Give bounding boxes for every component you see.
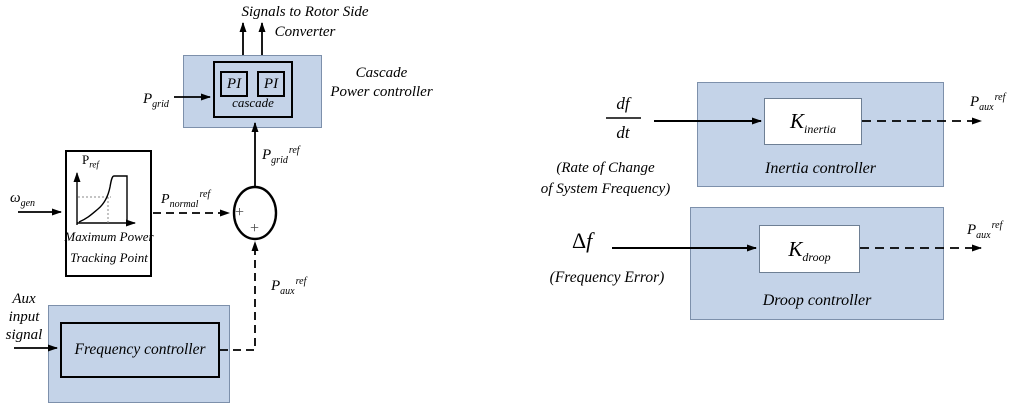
- mppt-caption: Maximum Power Tracking Point: [64, 226, 154, 268]
- p-aux-ref-label-droop: Pauxref: [967, 220, 1003, 241]
- delta-symbol: Δ: [572, 228, 587, 253]
- p-aux-ref-label-inertia: Pauxref: [970, 92, 1006, 113]
- p-aux-ref-left-sub: aux: [280, 286, 295, 297]
- p-aux-ref-droop-sub: aux: [976, 230, 991, 241]
- summing-plus-left: +: [234, 204, 245, 221]
- k-droop-sub: droop: [802, 250, 831, 265]
- p-grid-base: P: [143, 91, 153, 107]
- omega-gen-label: ωgen: [10, 190, 36, 209]
- p-grid-ref-base: P: [262, 147, 272, 163]
- p-aux-ref-droop-sup: ref: [991, 220, 1003, 231]
- cascade-caption-line1: Cascade: [355, 65, 408, 81]
- pi-1-label: PI: [226, 75, 242, 92]
- aux-caption-line3: signal: [5, 327, 43, 343]
- frequency-error-caption: (Frequency Error): [549, 269, 665, 286]
- omega-gen-base: ω: [10, 190, 21, 206]
- signals-caption-line1: Signals to Rotor Side: [241, 4, 369, 20]
- p-aux-ref-left-base: P: [271, 278, 281, 294]
- p-ref-sub: ref: [89, 159, 99, 170]
- p-ref-base: P: [82, 152, 90, 167]
- p-normal-ref-sup: ref: [199, 189, 211, 201]
- summing-plus-bottom: +: [249, 220, 260, 237]
- k-inertia-base: K: [789, 109, 804, 134]
- inertia-controller-label: Inertia controller: [765, 160, 876, 177]
- pi-block-2: PI: [257, 71, 285, 97]
- delta-f-letter: f: [586, 228, 593, 253]
- rate-of-change-caption: (Rate of Change of System Frequency): [513, 158, 698, 200]
- cascade-pi-group-box: [213, 61, 293, 118]
- p-ref-axis-label: Pref: [82, 152, 99, 170]
- droop-controller-label: Droop controller: [762, 292, 872, 309]
- frequency-controller-inner-box: [60, 322, 220, 378]
- p-grid-sub: grid: [152, 99, 169, 110]
- p-grid-ref-sup: ref: [288, 145, 300, 156]
- cascade-power-controller-caption: Cascade Power controller: [329, 64, 434, 102]
- p-grid-ref-label: Pgridref: [262, 145, 300, 166]
- dt-denominator: dt: [616, 123, 630, 142]
- aux-caption-line2: input: [8, 309, 40, 325]
- p-aux-ref-droop-base: P: [967, 222, 977, 238]
- k-droop-label: Kdroop: [759, 225, 860, 273]
- p-aux-ref-inertia-base: P: [970, 94, 980, 110]
- df-numerator: df: [616, 94, 630, 113]
- delta-f-label: Δf: [572, 228, 592, 253]
- frequency-controller-block: [48, 305, 230, 403]
- p-aux-ref-label-left: Pauxref: [271, 276, 307, 297]
- signals-caption-line2: Converter: [274, 24, 336, 40]
- aux-input-signal-caption: Aux input signal: [0, 290, 48, 344]
- pi-2-label: PI: [263, 75, 279, 92]
- signals-to-rotor-caption: Signals to Rotor Side Converter: [225, 2, 385, 42]
- aux-caption-line1: Aux: [12, 291, 36, 307]
- k-droop-gain-box: [759, 225, 860, 273]
- rate-caption-line2: of System Frequency): [540, 181, 671, 197]
- mppt-caption-line2: Tracking Point: [70, 250, 148, 265]
- k-inertia-sub: inertia: [804, 122, 836, 137]
- pi-block-1: PI: [220, 71, 248, 97]
- k-droop-base: K: [788, 236, 803, 261]
- cascade-caption-line2: Power controller: [330, 84, 433, 100]
- rate-caption-line1: (Rate of Change: [556, 160, 655, 176]
- cascade-power-controller-block: [183, 55, 322, 128]
- p-aux-ref-left-sup: ref: [295, 276, 307, 287]
- frequency-controller-label: Frequency controller: [74, 341, 206, 359]
- p-aux-ref-inertia-sup: ref: [994, 92, 1006, 103]
- mppt-caption-line1: Maximum Power: [64, 229, 154, 244]
- p-normal-ref-label: Pnormalref: [161, 189, 211, 210]
- p-grid-label: Pgrid: [143, 91, 169, 110]
- k-inertia-label: Kinertia: [764, 98, 862, 145]
- p-grid-ref-sub: grid: [271, 155, 288, 166]
- k-inertia-gain-box: [764, 98, 862, 145]
- p-aux-ref-inertia-sub: aux: [979, 102, 994, 113]
- cascade-inner-label: cascade: [232, 95, 274, 110]
- p-normal-ref-base: P: [161, 192, 170, 207]
- omega-gen-sub: gen: [20, 198, 36, 209]
- p-normal-ref-sub: normal: [169, 198, 199, 210]
